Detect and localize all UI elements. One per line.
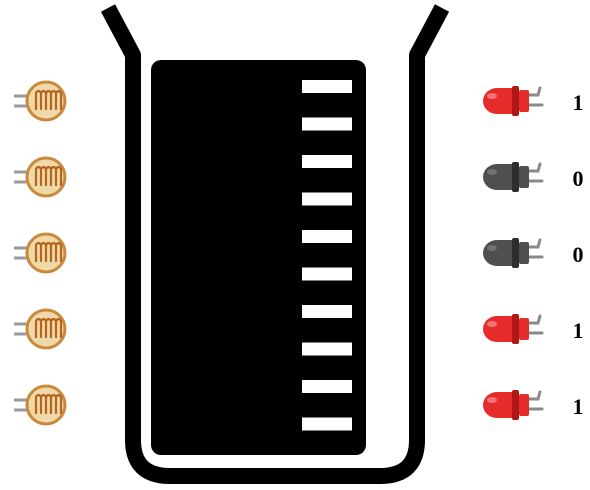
scale-mark (302, 230, 352, 243)
bit-label: 0 (573, 166, 584, 191)
led-column (483, 86, 544, 420)
container-wall (100, 4, 450, 484)
photoresistor-icon (14, 80, 67, 122)
scale-mark (302, 267, 352, 281)
bit-label: 1 (573, 394, 584, 419)
bit-label: 0 (573, 242, 584, 267)
bit-labels: 1 0 0 1 1 (573, 90, 584, 419)
photoresistor-icon (14, 308, 67, 350)
led-on-icon (483, 86, 544, 116)
scale-mark (302, 80, 352, 93)
scale-mark (302, 380, 352, 393)
bit-label: 1 (573, 318, 584, 343)
bit-label: 1 (573, 90, 584, 115)
photoresistor-icon (14, 232, 67, 274)
led-on-icon (483, 390, 544, 420)
led-off-icon (483, 162, 544, 192)
container (100, 4, 450, 484)
led-off-icon (483, 238, 544, 268)
scale-marks (302, 80, 352, 431)
sensor-column (14, 80, 67, 426)
scale-mark (302, 305, 352, 318)
photoresistor-icon (14, 384, 67, 426)
scale-mark (302, 192, 352, 206)
scale-mark (302, 417, 352, 431)
led-on-icon (483, 314, 544, 344)
scale-mark (302, 342, 352, 356)
scale-mark (302, 155, 352, 168)
photoresistor-icon (14, 156, 67, 198)
scale-mark (302, 117, 352, 131)
